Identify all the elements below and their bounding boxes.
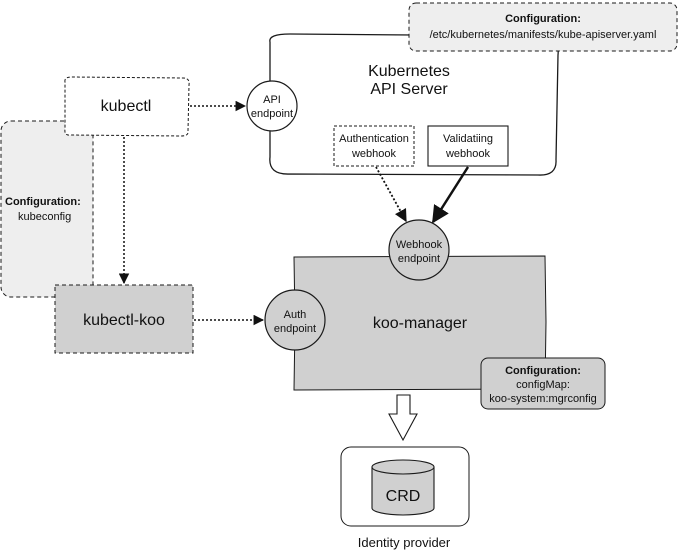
validating-webhook-to-webhook-endpoint-arrow	[431, 166, 470, 224]
auth-endpoint: Auth endpoint	[264, 289, 326, 351]
kubeconfig-value: kubeconfig	[18, 211, 71, 223]
identity-provider: CRD Identity provider	[340, 446, 470, 550]
authn-webhook-to-webhook-endpoint-arrow	[375, 166, 407, 223]
api-endpoint-line2: endpoint	[251, 108, 293, 120]
api-server-title-line1: Kubernetes	[368, 63, 450, 80]
api-config-path: /etc/kubernetes/manifests/kube-apiserver…	[430, 29, 657, 41]
manager-config-line1: configMap:	[516, 379, 570, 391]
webhook-endpoint: Webhook endpoint	[388, 219, 450, 281]
auth-endpoint-line2: endpoint	[274, 323, 316, 335]
kubectl-koo-box: kubectl-koo	[54, 284, 194, 354]
auth-endpoint-line1: Auth	[284, 309, 307, 321]
validating-webhook-line1: Validatiing	[443, 133, 493, 145]
api-endpoint-line1: API	[263, 94, 281, 106]
api-server-title-line2: API Server	[370, 81, 448, 98]
authn-webhook-line2: webhook	[351, 148, 397, 160]
manager-config-note: Configuration: configMap: koo-system:mgr…	[480, 357, 606, 410]
api-server-config-note: Configuration: /etc/kubernetes/manifests…	[408, 2, 678, 52]
kubectl-box: kubectl	[64, 76, 190, 137]
authn-webhook-line1: Authentication	[339, 133, 409, 145]
api-endpoint: API endpoint	[246, 80, 298, 132]
down-arrow-icon	[388, 394, 418, 442]
webhook-endpoint-line2: endpoint	[398, 253, 440, 265]
kubectl-label: kubectl	[101, 98, 152, 115]
authentication-webhook: Authentication webhook	[333, 125, 415, 167]
api-config-heading: Configuration:	[505, 13, 581, 25]
kubectl-koo-label: kubectl-koo	[83, 312, 165, 329]
crd-database-icon	[371, 459, 435, 516]
connectors	[118, 100, 470, 326]
crd-label: CRD	[386, 488, 421, 505]
kubeconfig-note: Configuration: kubeconfig	[0, 120, 94, 298]
validating-webhook: Validatiing webhook	[427, 125, 509, 167]
identity-provider-label: Identity provider	[358, 535, 451, 550]
webhook-endpoint-line1: Webhook	[396, 239, 443, 251]
koo-manager-label: koo-manager	[373, 315, 468, 332]
validating-webhook-line2: webhook	[445, 148, 491, 160]
manager-config-heading: Configuration:	[505, 365, 581, 377]
kubeconfig-heading: Configuration:	[5, 196, 81, 208]
manager-config-line2: koo-system:mgrconfig	[489, 393, 597, 405]
